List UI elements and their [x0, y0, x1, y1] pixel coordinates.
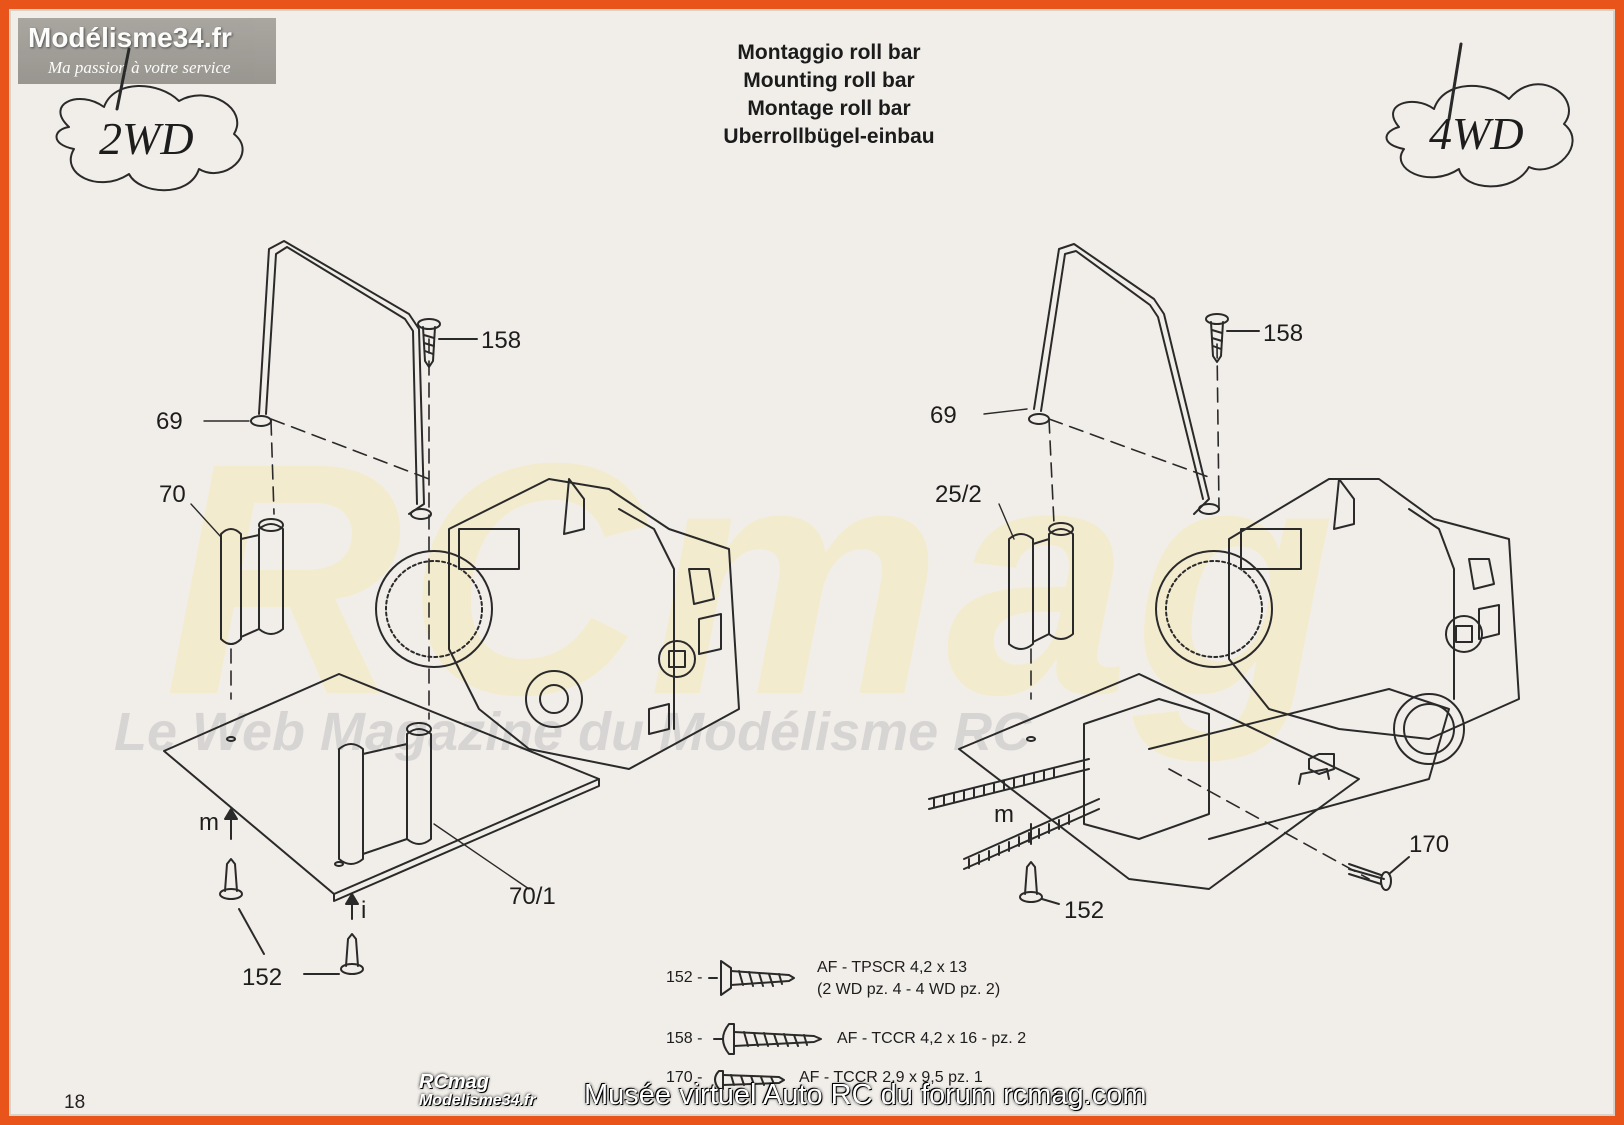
left-screw-158 [417, 318, 478, 368]
right-leader-lines [983, 408, 1028, 540]
legend-desc-152: AF - TPSCR 4,2 x 13 [817, 959, 967, 976]
legend-desc-158: AF - TCCR 4,2 x 16 - pz. 2 [837, 1030, 1027, 1047]
left-part-70-1 [338, 722, 432, 865]
assembly-drawing: 2WD 4WD [55, 42, 1574, 1090]
legend-screw-158-icon [713, 1023, 822, 1055]
callout-right-69: 69 [930, 402, 957, 429]
legend-code-152: 152 - [666, 969, 703, 986]
right-screw-158 [1205, 313, 1260, 363]
callout-right-152: 152 [1064, 897, 1105, 924]
background-watermark-tagline: Le Web Magazine du Modélisme RC [114, 702, 1032, 762]
left-gearbox [375, 478, 740, 770]
footer-logo-top: RCmag [419, 1071, 490, 1093]
badge-2wd-text: 2WD [99, 113, 194, 164]
callout-left-70-1: 70/1 [509, 883, 556, 910]
right-steering-rack [928, 688, 1465, 870]
callout-left-158: 158 [481, 327, 522, 354]
callout-left-70: 70 [159, 481, 186, 508]
title-italian: Montaggio roll bar [737, 41, 921, 64]
legend-code-158: 158 - [666, 1030, 703, 1047]
callout-right-25-2: 25/2 [935, 481, 982, 508]
footer-logo: RCmag Modelisme34.fr [419, 1071, 535, 1110]
title-french: Montage roll bar [747, 97, 911, 120]
callout-left-152: 152 [242, 964, 283, 991]
left-leader-lines [190, 420, 530, 890]
left-guide-lines [230, 338, 430, 720]
right-screw-152 [1019, 861, 1060, 905]
page-titles: Montaggio roll bar Mounting roll bar Mon… [649, 39, 1009, 151]
left-roll-bar [250, 240, 432, 520]
title-english: Mounting roll bar [743, 69, 915, 92]
right-guide-lines [1030, 343, 1370, 880]
callout-right-170: 170 [1409, 831, 1450, 858]
site-watermark-tagline: Ma passion à votre service [48, 58, 231, 77]
callout-right-158: 158 [1263, 320, 1304, 347]
callout-right-m: m [994, 801, 1014, 828]
left-chassis-plate [163, 673, 600, 902]
footer-caption: Musée virtuel Auto RC du forum rcmag.com [584, 1079, 1147, 1111]
right-chassis-plate [958, 673, 1360, 890]
badge-2wd-outline [55, 47, 244, 192]
right-roll-bar [1028, 243, 1220, 515]
badge-4wd-outline [1385, 42, 1574, 188]
right-screw-170 [1348, 856, 1410, 891]
badge-4wd-text: 4WD [1429, 108, 1524, 159]
callout-left-69: 69 [156, 408, 183, 435]
right-gearbox [1155, 478, 1520, 740]
left-arrows [224, 808, 359, 920]
left-part-70 [220, 518, 284, 645]
legend-screw-152-icon [708, 960, 795, 996]
callout-left-m: m [199, 809, 219, 836]
legend-screw-170-icon [714, 1070, 785, 1090]
left-screws-152 [219, 858, 364, 975]
page-number: 18 [64, 1092, 86, 1113]
legend-desc-170: AF - TCCR 2,9 x 9,5 pz. 1 [799, 1069, 983, 1086]
footer-logo-bottom: Modelisme34.fr [419, 1092, 536, 1109]
legend-code-170: 170 - [666, 1069, 703, 1086]
title-german: Uberrollbügel-einbau [723, 125, 935, 148]
background-watermark-brand: RCmag [164, 394, 1340, 763]
right-part-25-2 [1008, 522, 1074, 650]
site-watermark-logo: Modélisme34.fr Ma passion à votre servic… [18, 18, 276, 84]
manual-page: RCmag Le Web Magazine du Modélisme RC Mo… [9, 9, 1615, 1116]
legend-desc-152-qty: (2 WD pz. 4 - 4 WD pz. 2) [817, 981, 1001, 998]
callout-left-i: i [361, 897, 367, 924]
